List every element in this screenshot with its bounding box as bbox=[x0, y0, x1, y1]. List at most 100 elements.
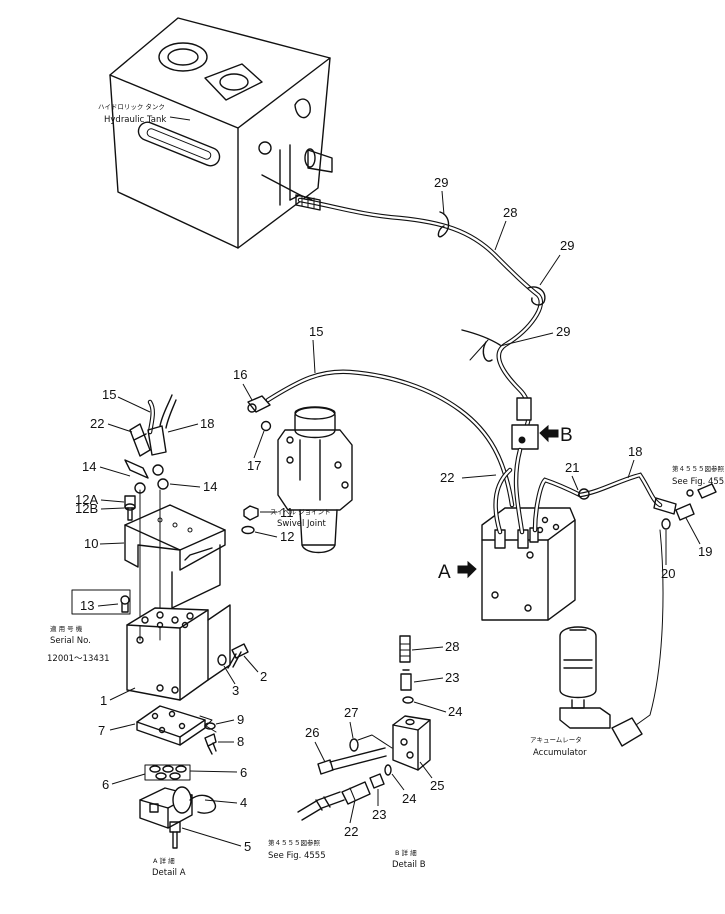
serial-note-box bbox=[71, 589, 131, 615]
valve-block-1 bbox=[126, 604, 231, 701]
adapter-23-a bbox=[400, 669, 412, 691]
fittings-15-18-22 bbox=[124, 394, 177, 641]
marker-b-arrow bbox=[539, 424, 559, 443]
callout-10: 10 bbox=[84, 536, 98, 551]
fitting-28-b bbox=[399, 635, 411, 663]
marker-b: B bbox=[560, 425, 573, 446]
swivel-label-jp: スイベル ジョイント bbox=[270, 508, 331, 516]
callout-7: 7 bbox=[98, 723, 105, 738]
washer-12b bbox=[124, 503, 136, 511]
see-fig-jp-top: 第４５５５図参照 bbox=[672, 464, 725, 473]
callout-22-c: 22 bbox=[344, 824, 358, 839]
fitting-22-b bbox=[341, 781, 371, 805]
washer-3 bbox=[217, 654, 227, 666]
serial-label-en: Serial No. bbox=[50, 636, 91, 646]
callout-22-a: 22 bbox=[90, 416, 104, 431]
callout-2: 2 bbox=[260, 669, 267, 684]
detail-b-en: Detail B bbox=[392, 860, 426, 870]
o-rings-6 bbox=[144, 764, 191, 781]
callout-12B: 12B bbox=[75, 501, 98, 516]
accumulator-label-jp: アキュームレータ bbox=[530, 735, 582, 744]
callout-6-b: 6 bbox=[240, 765, 247, 780]
callout-14-a: 14 bbox=[82, 459, 96, 474]
hydraulic-tank: ハイドロリック タンク Hydraulic Tank bbox=[98, 17, 333, 249]
detail-a-en: Detail A bbox=[152, 868, 186, 878]
tank-label-en: Hydraulic Tank bbox=[104, 115, 166, 125]
callout-19: 19 bbox=[698, 544, 712, 559]
tank-label-jp: ハイドロリック タンク bbox=[98, 102, 165, 111]
callout-3: 3 bbox=[232, 683, 239, 698]
block-25 bbox=[392, 715, 431, 771]
o-ring-24-a bbox=[402, 696, 414, 704]
callout-20: 20 bbox=[661, 566, 675, 581]
callout-11: 11 bbox=[280, 505, 294, 520]
callout-29-a: 29 bbox=[434, 175, 448, 190]
accumulator-label-en: Accumulator bbox=[533, 748, 587, 758]
see-fig-en-top: See Fig. 4555 bbox=[672, 477, 725, 487]
bolt-26 bbox=[317, 747, 387, 775]
callout-23-b: 23 bbox=[372, 807, 386, 822]
callout-29-c: 29 bbox=[556, 324, 570, 339]
callout-15-a: 15 bbox=[102, 387, 116, 402]
callout-18-b: 18 bbox=[628, 444, 642, 459]
solenoid-valve-4 bbox=[139, 786, 217, 829]
plate-7 bbox=[136, 705, 217, 746]
hose-15 bbox=[247, 369, 515, 508]
callout-12A: 12A bbox=[75, 492, 98, 507]
callout-23-a: 23 bbox=[445, 670, 459, 685]
callout-4: 4 bbox=[240, 795, 247, 810]
hose-22-and-21 bbox=[493, 447, 677, 535]
callout-5: 5 bbox=[244, 839, 251, 854]
bolt-2 bbox=[227, 643, 249, 669]
nut-11 bbox=[243, 505, 259, 521]
callout-16: 16 bbox=[233, 367, 247, 382]
callout-27: 27 bbox=[344, 705, 358, 720]
washer-27 bbox=[349, 734, 393, 752]
callout-25: 25 bbox=[430, 778, 444, 793]
washer-12 bbox=[241, 525, 255, 535]
callout-28-b: 28 bbox=[445, 639, 459, 654]
swivel-label-en: Swivel Joint bbox=[277, 519, 326, 529]
callout-28-a: 28 bbox=[503, 205, 517, 220]
o-ring-17 bbox=[260, 420, 272, 432]
callout-9: 9 bbox=[237, 712, 244, 727]
bolt-5 bbox=[169, 821, 181, 849]
adapter-23-b bbox=[369, 773, 385, 789]
detail-b-jp: B 詳 細 bbox=[395, 848, 417, 857]
callout-29-b: 29 bbox=[560, 238, 574, 253]
callout-14-b: 14 bbox=[203, 479, 217, 494]
callout-17: 17 bbox=[247, 458, 261, 473]
callout-12: 12 bbox=[280, 529, 294, 544]
check-valve bbox=[511, 397, 539, 450]
hose-end-b bbox=[297, 791, 345, 821]
callout-24-a: 24 bbox=[448, 704, 462, 719]
washer-9 bbox=[204, 722, 216, 730]
callout-13: 13 bbox=[80, 598, 94, 613]
bolt-8 bbox=[204, 733, 217, 755]
o-ring-20 bbox=[661, 518, 671, 530]
serial-range: 12001～13431 bbox=[47, 654, 110, 664]
callout-22-b: 22 bbox=[440, 470, 454, 485]
valve-assembly-a bbox=[481, 507, 576, 621]
callout-18-a: 18 bbox=[200, 416, 214, 431]
marker-a: A bbox=[438, 562, 451, 583]
serial-label-jp: 適 用 号 機 bbox=[50, 624, 83, 633]
see-fig-en-bottom: See Fig. 4555 bbox=[268, 851, 326, 861]
callout-15-b: 15 bbox=[309, 324, 323, 339]
swivel-joint: スイベル ジョイント Swivel Joint bbox=[270, 406, 353, 554]
callout-21: 21 bbox=[565, 460, 579, 475]
o-ring-24-b bbox=[384, 764, 392, 776]
callout-26: 26 bbox=[305, 725, 319, 740]
see-fig-jp-bottom: 第４５５５図参照 bbox=[268, 838, 321, 847]
accumulator: アキュームレータ Accumulator bbox=[530, 529, 664, 758]
marker-a-arrow bbox=[457, 560, 477, 579]
bracket-10 bbox=[124, 504, 226, 609]
hose-28 bbox=[295, 194, 546, 433]
fitting-19 bbox=[675, 483, 717, 521]
bolt-12a bbox=[124, 495, 136, 521]
callout-6-a: 6 bbox=[102, 777, 109, 792]
callout-1: 1 bbox=[100, 693, 107, 708]
callout-24-b: 24 bbox=[402, 791, 416, 806]
detail-a-jp: A 詳 細 bbox=[153, 856, 175, 865]
